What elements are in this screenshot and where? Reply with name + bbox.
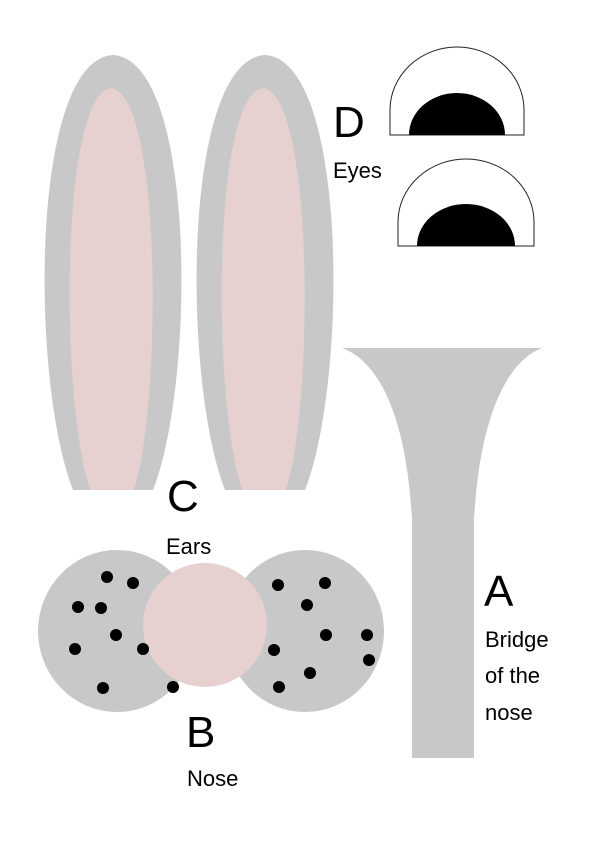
whisker-dot [97, 682, 109, 694]
eye-bottom-pupil [417, 204, 515, 246]
label-b-caption: Nose [187, 766, 239, 791]
whisker-dot [272, 579, 284, 591]
nose-piece [38, 550, 384, 712]
label-c-letter: C [167, 472, 199, 521]
whisker-dot [95, 602, 107, 614]
whisker-dot [167, 681, 179, 693]
ear-right-inner [221, 88, 305, 490]
whisker-dot [127, 577, 139, 589]
whisker-dot [69, 643, 81, 655]
nose-bridge [342, 348, 542, 758]
label-c-caption: Ears [166, 534, 212, 559]
whisker-dots [69, 571, 375, 694]
label-a-caption-line-1: Bridge [485, 627, 549, 652]
whisker-dot [301, 599, 313, 611]
whisker-dot [361, 629, 373, 641]
whisker-dot [319, 577, 331, 589]
whisker-dot [320, 629, 332, 641]
label-d-caption: Eyes [333, 158, 382, 183]
whisker-dot [273, 681, 285, 693]
eye-top-pupil [409, 93, 505, 135]
whisker-dot [363, 654, 375, 666]
ear-left [44, 55, 182, 490]
whisker-dot [101, 571, 113, 583]
whisker-dot [268, 644, 280, 656]
eye-bottom [397, 158, 535, 247]
whisker-dot [72, 601, 84, 613]
nose-center [143, 563, 267, 687]
eye-top [389, 46, 525, 136]
label-a-letter: A [484, 567, 514, 616]
ear-left-inner [69, 88, 153, 490]
cheek-right [226, 550, 384, 712]
whisker-dot [304, 667, 316, 679]
whisker-dot [137, 643, 149, 655]
label-b-letter: B [186, 708, 216, 757]
ear-right [196, 55, 334, 490]
label-a-caption-line-2: of the [485, 663, 541, 688]
label-d-letter: D [333, 98, 365, 147]
label-a-caption-line-3: nose [485, 700, 533, 725]
whisker-dot [110, 629, 122, 641]
